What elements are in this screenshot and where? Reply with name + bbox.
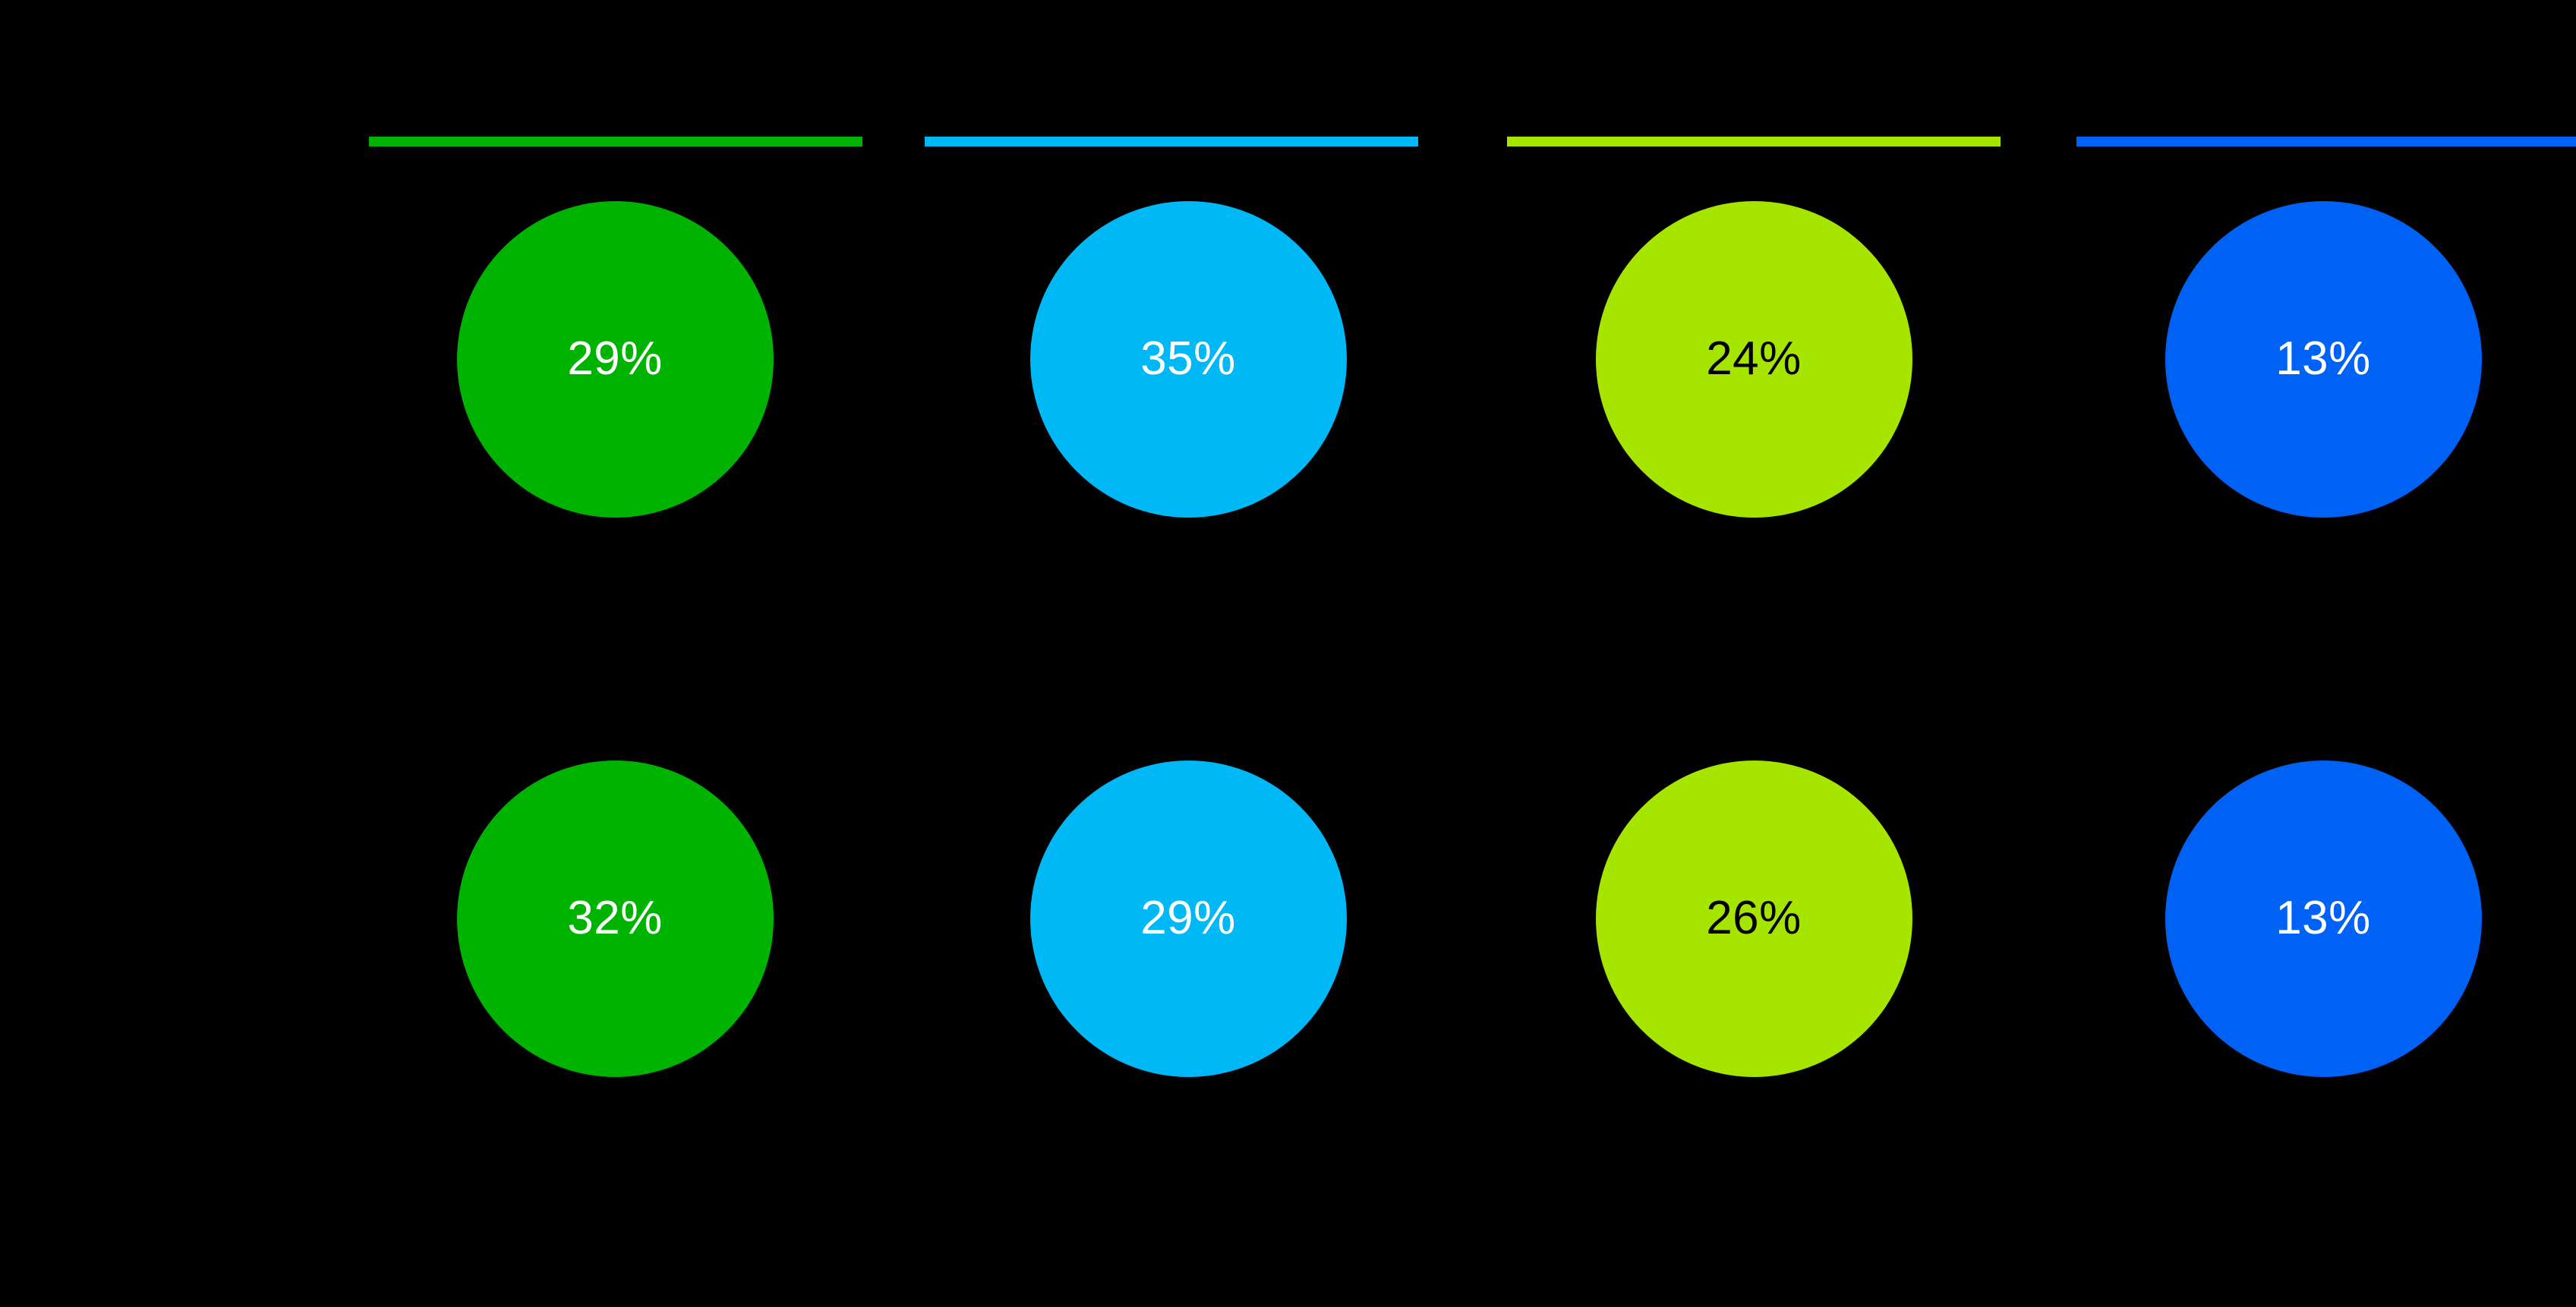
percentage-bubble[interactable]: 35% [1029,200,1347,518]
bubble-value-label: 29% [1140,892,1236,944]
bubble-value-label: 24% [1706,332,1802,385]
bubble-value-label: 13% [2275,332,2371,385]
percentage-bubble[interactable]: 29% [1029,760,1347,1077]
bubble-value-label: 32% [567,892,663,944]
percentage-bubble[interactable]: 29% [456,200,774,518]
percentage-bubble[interactable]: 24% [1595,200,1912,518]
percentage-bubble[interactable]: 32% [456,760,774,1077]
accent-bar-yellowgreen [1507,137,2001,146]
percentage-bubble[interactable]: 13% [2165,760,2482,1077]
accent-bar-blue [2076,137,2576,146]
percentage-bubble[interactable]: 26% [1595,760,1912,1077]
bubble-value-label: 35% [1140,332,1236,385]
percentage-bubble[interactable]: 13% [2165,200,2482,518]
bubble-value-label: 29% [567,332,663,385]
accent-bar-cyan [925,137,1418,146]
bubble-value-label: 26% [1706,892,1802,944]
bubble-value-label: 13% [2275,892,2371,944]
accent-bar-green [369,137,862,146]
